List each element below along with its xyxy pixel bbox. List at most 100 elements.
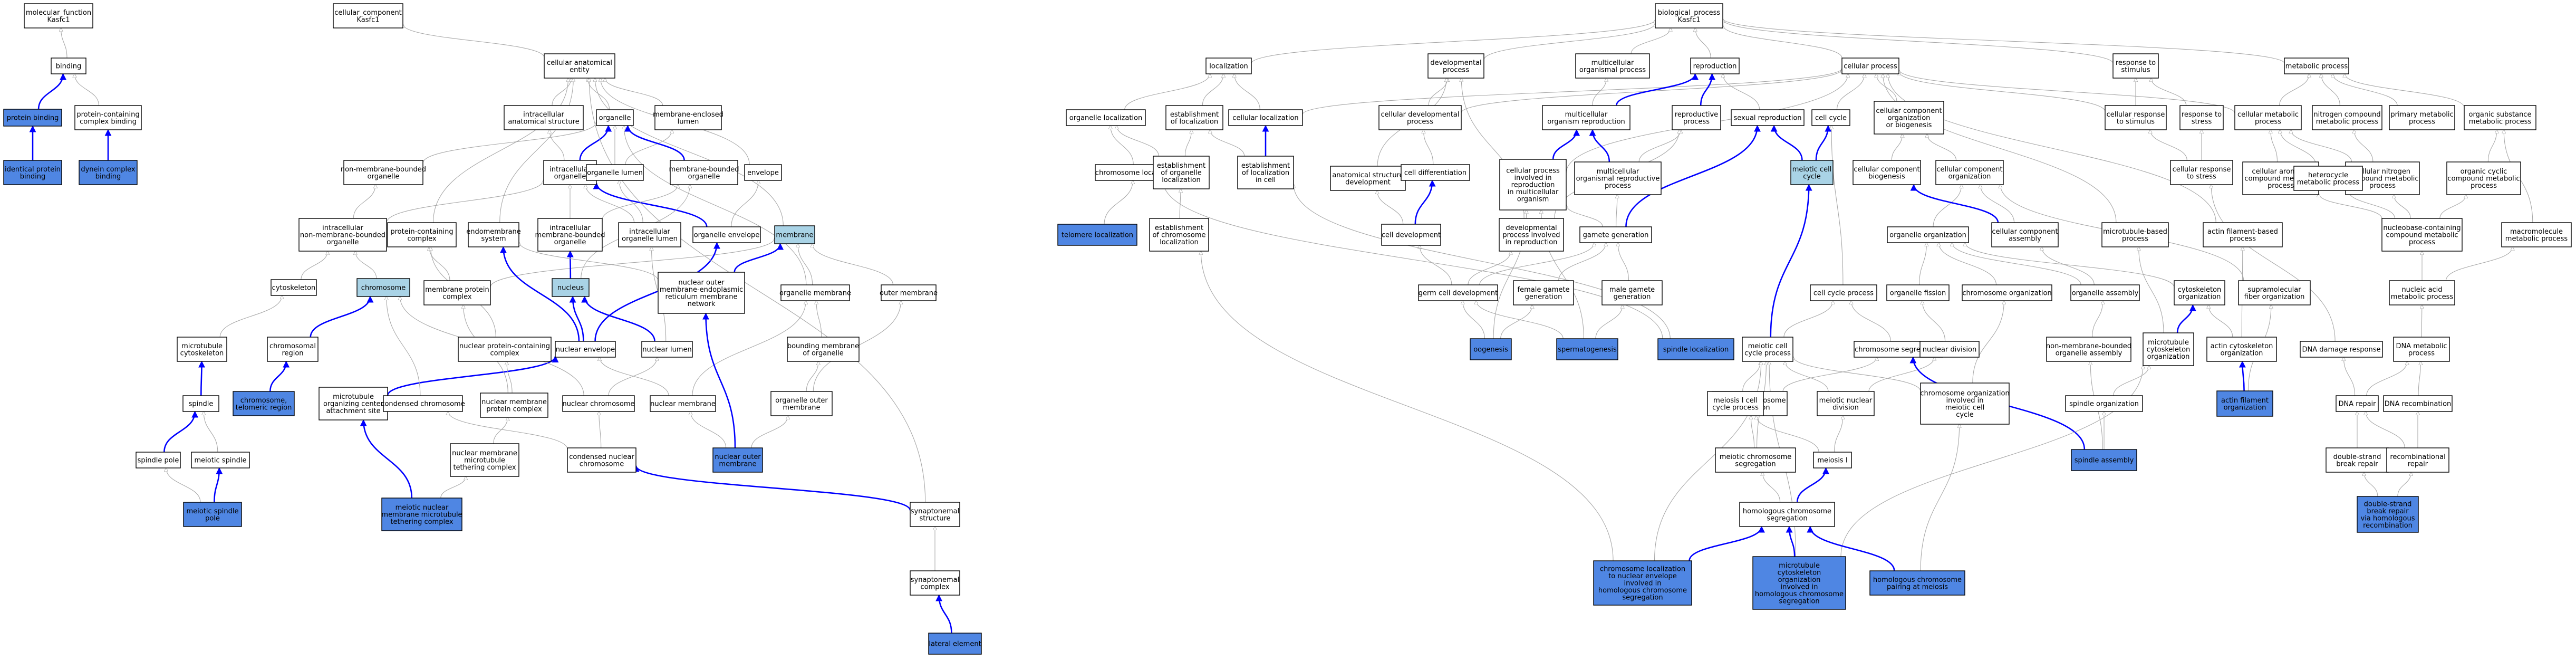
node-cellular-localization[interactable]: cellular localization xyxy=(1228,109,1303,126)
node-chromosome-telomeric-region[interactable]: chromosome,telomeric region xyxy=(233,391,295,416)
node-dna-repair[interactable]: DNA repair xyxy=(2336,395,2379,412)
node-meiotic-spindle[interactable]: meiotic spindle xyxy=(191,452,250,468)
node-organelle-lumen[interactable]: organelle lumen xyxy=(586,164,644,181)
node-germ-cell-development[interactable]: germ cell development xyxy=(1418,284,1498,301)
node-binding[interactable]: binding xyxy=(51,58,86,74)
node-organelle-envelope[interactable]: organelle envelope xyxy=(692,226,761,243)
node-cytoskeleton[interactable]: cytoskeleton xyxy=(271,279,317,296)
node-dna-damage-response[interactable]: DNA damage response xyxy=(2300,341,2383,358)
node-spindle-pole[interactable]: spindle pole xyxy=(136,452,181,468)
node-spermatogenesis[interactable]: spermatogenesis xyxy=(1556,338,1618,360)
node-nuclear-lumen[interactable]: nuclear lumen xyxy=(641,341,693,358)
node-dna-recombination[interactable]: DNA recombination xyxy=(2383,395,2453,412)
node-organelle-localization[interactable]: organelle localization xyxy=(1066,109,1146,126)
node-chromosome-organization[interactable]: chromosome organization xyxy=(1962,284,2052,301)
node-outer-membrane[interactable]: outer membrane xyxy=(880,284,938,301)
node-i-nmb-organelle[interactable]: intracellularnon-membrane-boundedorganel… xyxy=(298,218,387,252)
node-nuclear-outer-er-network[interactable]: nuclear outermembrane-endoplasmicreticul… xyxy=(658,272,745,314)
node-cell-differentiation[interactable]: cell differentiation xyxy=(1401,164,1470,181)
node-organelle-organization[interactable]: organelle organization xyxy=(1887,226,1969,243)
node-localization[interactable]: localization xyxy=(1205,58,1252,74)
node-organelle-membrane[interactable]: organelle membrane xyxy=(779,284,851,301)
node-membrane[interactable]: membrane xyxy=(774,225,815,244)
node-envelope[interactable]: envelope xyxy=(744,164,782,181)
node-meiosis-i[interactable]: meiosis I xyxy=(1813,452,1852,468)
node-nuclear-chromosome[interactable]: nuclear chromosome xyxy=(562,395,635,412)
node-spindle[interactable]: spindle xyxy=(182,395,219,412)
node-reproduction[interactable]: reproduction xyxy=(1690,58,1740,74)
node-oogenesis[interactable]: oogenesis xyxy=(1470,338,1512,360)
node-sexual-reproduction[interactable]: sexual reproduction xyxy=(1731,109,1805,126)
node-cell-cycle-process[interactable]: cell cycle process xyxy=(1810,284,1877,301)
node-organelle-assembly[interactable]: organelle assembly xyxy=(2070,284,2140,301)
node-telomere-localization[interactable]: telomere localization xyxy=(1057,224,1137,246)
node-organelle-fission[interactable]: organelle fission xyxy=(1886,284,1950,301)
node-spindle-organization[interactable]: spindle organization xyxy=(2065,395,2143,412)
node-condensed-chromosome[interactable]: condensed chromosome xyxy=(381,395,465,412)
node-nuclear-membrane[interactable]: nuclear membrane xyxy=(650,395,716,412)
node-organelle[interactable]: organelle xyxy=(596,109,634,126)
